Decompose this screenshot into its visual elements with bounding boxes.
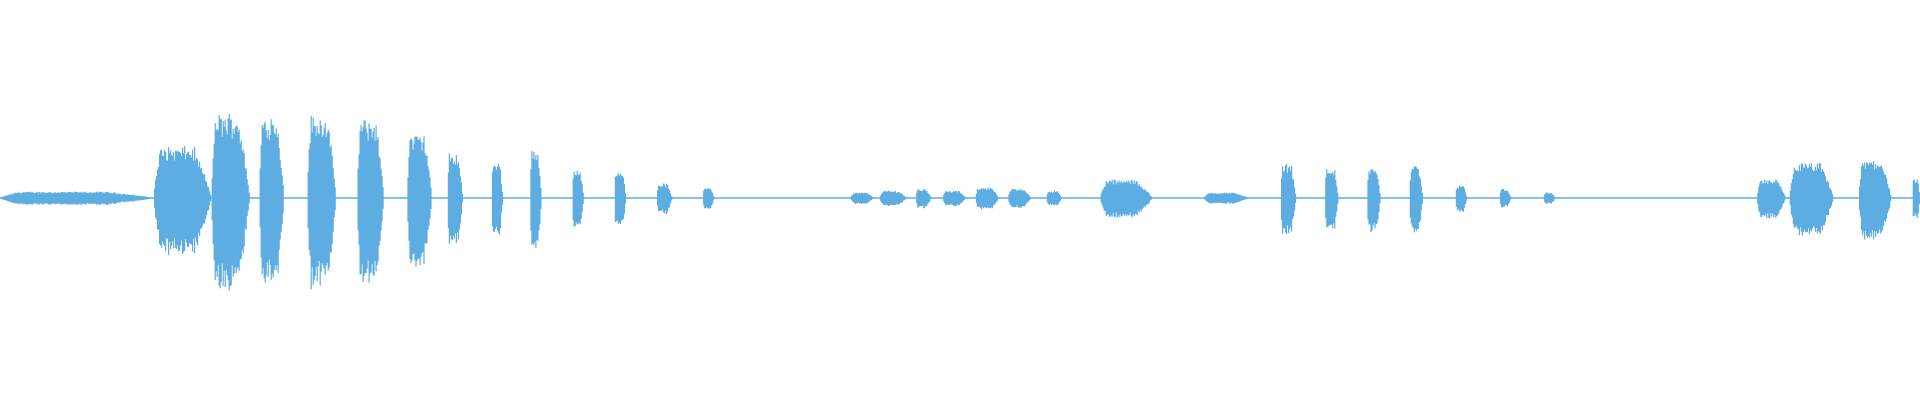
waveform-burst-shape	[943, 190, 967, 207]
waveform-burst	[1367, 169, 1381, 232]
waveform-burst	[491, 164, 504, 235]
waveform-burst	[259, 119, 284, 283]
waveform-burst-shape	[407, 136, 432, 267]
waveform-burst	[447, 153, 463, 244]
waveform-burst	[975, 187, 999, 210]
waveform-burst	[1859, 161, 1892, 240]
waveform-burst-shape	[614, 173, 626, 225]
waveform-burst-shape	[357, 120, 384, 283]
waveform-burst-shape	[1409, 166, 1423, 233]
waveform-burst	[1281, 164, 1297, 235]
waveform-burst	[530, 151, 542, 249]
waveform-burst	[211, 113, 250, 291]
waveform-burst	[614, 173, 626, 225]
waveform-burst	[357, 120, 384, 283]
waveform-burst-shape	[259, 119, 284, 283]
waveform-burst-shape	[1789, 163, 1834, 236]
waveform-burst	[1100, 179, 1152, 218]
waveform-burst-shape	[1204, 192, 1249, 204]
waveform-burst-shape	[851, 192, 875, 205]
waveform-burst-shape	[1281, 164, 1297, 235]
waveform-burst	[407, 136, 432, 267]
waveform-burst	[1325, 169, 1339, 229]
waveform-burst-shape	[1757, 179, 1786, 219]
waveform-burst	[1544, 192, 1556, 204]
waveform-burst	[0, 191, 154, 206]
waveform-burst	[1204, 192, 1249, 204]
waveform-burst-shape	[879, 190, 906, 206]
waveform-burst	[307, 115, 336, 290]
waveform-burst-shape	[1499, 189, 1512, 208]
waveform-burst-shape	[1325, 169, 1339, 229]
waveform-burst	[1008, 188, 1032, 208]
waveform-burst	[572, 170, 584, 227]
waveform-burst-shape	[1455, 185, 1467, 212]
waveform-burst-shape	[211, 113, 250, 291]
waveform-burst-shape	[657, 183, 673, 215]
waveform-burst	[879, 190, 906, 206]
waveform-burst	[851, 192, 875, 205]
waveform-burst	[703, 188, 715, 209]
waveform-burst	[1046, 190, 1062, 206]
waveform-burst-shape	[1100, 179, 1152, 218]
waveform-burst-shape	[916, 189, 932, 209]
waveform-burst-shape	[447, 153, 463, 244]
waveform-burst-shape	[703, 188, 715, 209]
waveform-burst	[1455, 185, 1467, 212]
waveform-burst	[943, 190, 967, 207]
waveform-burst-shape	[572, 170, 584, 227]
waveform-burst-shape	[975, 187, 999, 210]
waveform-burst	[154, 146, 212, 256]
waveform-burst	[1409, 166, 1423, 233]
waveform-burst-shape	[1912, 179, 1920, 218]
waveform-burst	[657, 183, 673, 215]
waveform-burst-shape	[307, 115, 336, 290]
waveform-burst-shape	[1046, 190, 1062, 206]
waveform-burst-shape	[491, 164, 504, 235]
waveform-burst	[1912, 179, 1920, 218]
waveform-burst	[1499, 189, 1512, 208]
waveform-burst-shape	[154, 146, 212, 256]
waveform-burst	[1757, 179, 1786, 219]
waveform-burst	[916, 189, 932, 209]
waveform-burst	[1789, 163, 1834, 236]
waveform-burst-shape	[530, 151, 542, 249]
waveform-burst-shape	[0, 191, 154, 206]
waveform-burst-shape	[1367, 169, 1381, 232]
waveform-burst-shape	[1544, 192, 1556, 204]
waveform-burst-shape	[1859, 161, 1892, 240]
waveform-burst-shape	[1008, 188, 1032, 208]
